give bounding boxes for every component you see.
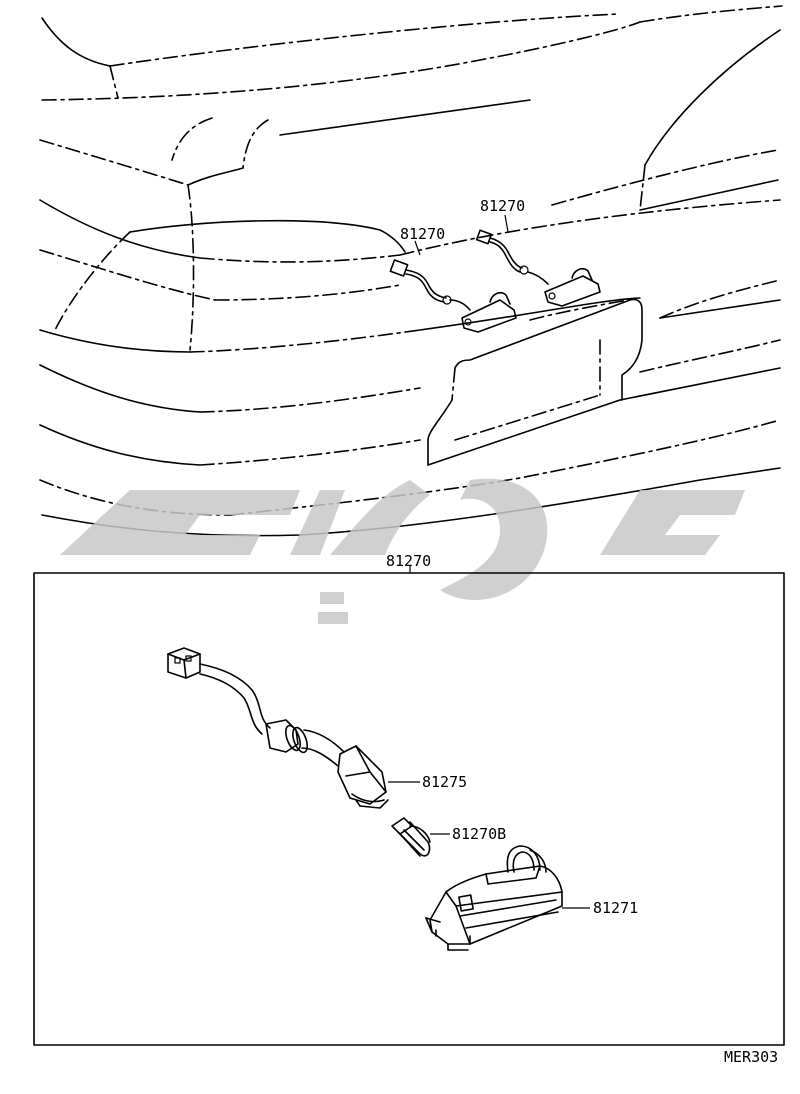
detail-box-frame	[33, 572, 785, 1046]
callout-label: 81270	[480, 197, 525, 215]
detail-box-title: 81270	[386, 552, 431, 570]
wedge-bulb	[391, 817, 431, 857]
part-label-bulb: 81270B	[452, 825, 506, 843]
socket-with-harness	[167, 647, 389, 809]
upper-lamp-assemblies	[389, 214, 601, 333]
watermark-logo	[60, 478, 745, 624]
lamp-housing	[425, 845, 563, 951]
part-label-socket: 81275	[422, 773, 467, 791]
part-label-lamp-housing: 81271	[593, 899, 638, 917]
diagram-code: MER303	[724, 1048, 778, 1066]
callout-label: 81270	[400, 225, 445, 243]
